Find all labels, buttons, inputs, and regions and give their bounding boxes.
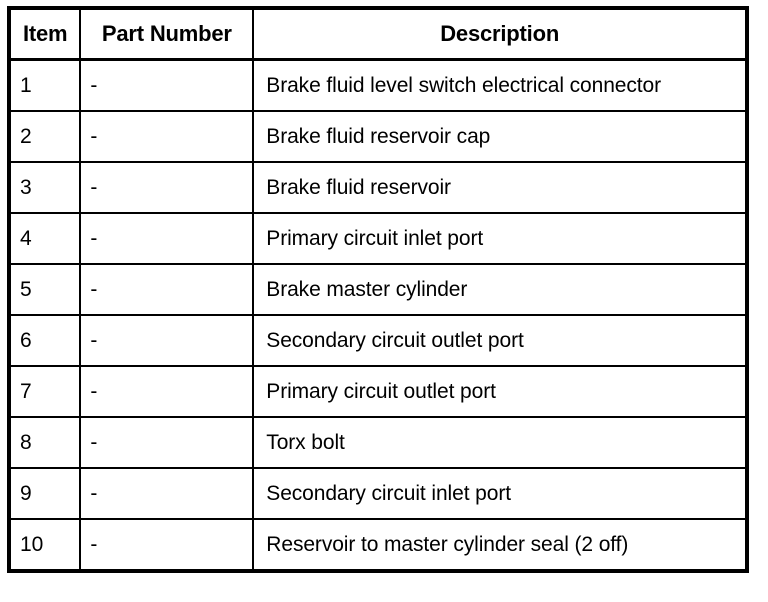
cell-item: 6 (7, 314, 82, 367)
cell-part-number: - (79, 416, 255, 469)
cell-description: Brake fluid reservoir cap (252, 110, 748, 163)
table-row: 4-Primary circuit inlet port (7, 212, 748, 265)
cell-item: 4 (7, 212, 82, 265)
cell-description: Torx bolt (252, 416, 748, 469)
cell-part-number: - (79, 212, 255, 265)
table-body: 1-Brake fluid level switch electrical co… (7, 58, 748, 572)
cell-part-number: - (79, 58, 255, 112)
cell-part-number: - (79, 161, 255, 214)
cell-item: 10 (7, 518, 82, 572)
table-header-row: Item Part Number Description (7, 7, 748, 61)
table-row: 2-Brake fluid reservoir cap (7, 110, 748, 163)
cell-part-number: - (79, 110, 255, 163)
cell-description: Reservoir to master cylinder seal (2 off… (252, 518, 748, 572)
table-row: 7-Primary circuit outlet port (7, 365, 748, 418)
table-row: 9-Secondary circuit inlet port (7, 467, 748, 520)
cell-description: Primary circuit inlet port (252, 212, 748, 265)
cell-part-number: - (79, 467, 255, 520)
table-row: 8-Torx bolt (7, 416, 748, 469)
cell-item: 5 (7, 263, 82, 316)
table-row: 3-Brake fluid reservoir (7, 161, 748, 214)
cell-part-number: - (79, 263, 255, 316)
cell-item: 8 (7, 416, 82, 469)
table-row: 1-Brake fluid level switch electrical co… (7, 58, 748, 112)
cell-item: 3 (7, 161, 82, 214)
table-row: 10-Reservoir to master cylinder seal (2 … (7, 518, 748, 572)
table-row: 6-Secondary circuit outlet port (7, 314, 748, 367)
cell-part-number: - (79, 518, 255, 572)
column-header-part-number: Part Number (79, 7, 255, 61)
cell-description: Brake master cylinder (252, 263, 748, 316)
table-header: Item Part Number Description (7, 7, 748, 61)
column-header-description: Description (252, 7, 748, 61)
table-row: 5-Brake master cylinder (7, 263, 748, 316)
cell-part-number: - (79, 365, 255, 418)
cell-description: Primary circuit outlet port (252, 365, 748, 418)
parts-legend-table: Item Part Number Description 1-Brake flu… (7, 6, 749, 573)
cell-item: 9 (7, 467, 82, 520)
column-header-item: Item (7, 7, 82, 61)
cell-item: 7 (7, 365, 82, 418)
cell-item: 1 (7, 58, 82, 112)
cell-item: 2 (7, 110, 82, 163)
cell-description: Brake fluid level switch electrical conn… (252, 58, 748, 112)
cell-description: Secondary circuit inlet port (252, 467, 748, 520)
cell-part-number: - (79, 314, 255, 367)
cell-description: Brake fluid reservoir (252, 161, 748, 214)
cell-description: Secondary circuit outlet port (252, 314, 748, 367)
